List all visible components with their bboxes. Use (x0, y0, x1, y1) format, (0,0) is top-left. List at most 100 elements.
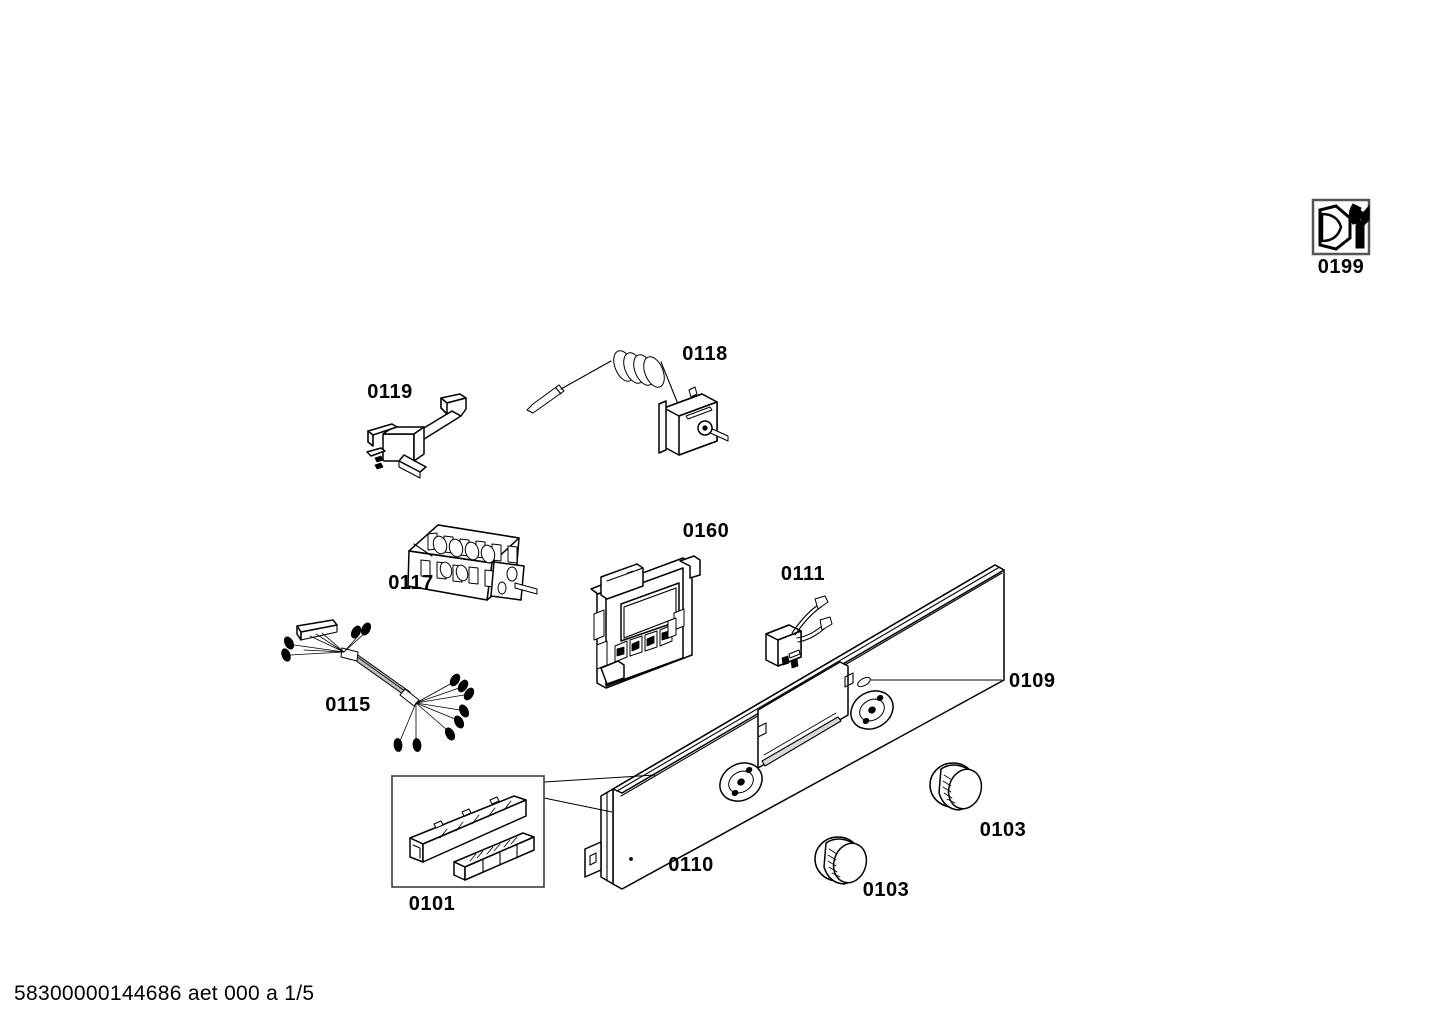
thermostat-shaft-center (702, 425, 708, 431)
part-label-0118: 0118 (682, 343, 727, 365)
panel-marking-label (857, 676, 871, 688)
part-label-0199: 0199 (1318, 256, 1365, 278)
thermostat-top-slot (685, 406, 713, 420)
capillary-tube-left (560, 360, 612, 390)
part-label-0160: 0160 (683, 520, 730, 542)
harness-loom-stripe-1 (355, 655, 410, 695)
terminal-block-mount-plate (490, 561, 525, 601)
thermostat-probe-mark (555, 387, 562, 395)
microswitch-terminal-1 (781, 655, 790, 666)
switch-terminal-2 (374, 462, 384, 470)
leader-0109-group: 0109 (871, 670, 1056, 692)
switch-terminal-1 (374, 455, 384, 463)
module-left-tab-low (596, 640, 608, 670)
part-0115-group: 0115 (281, 619, 475, 752)
wrench-icon-head (1349, 203, 1362, 225)
part-label-0109: 0109 (1009, 670, 1056, 692)
part-label-0101: 0101 (409, 893, 456, 915)
part-0118-group: 0118 (526, 343, 729, 456)
part-0103-upper-group: 0103 (929, 762, 1027, 841)
module-bracket-edge (606, 567, 644, 582)
footer-document-code: 58300000144686 aet 000 a 1/5 (14, 982, 314, 1005)
module-side-component-r2 (667, 617, 677, 639)
knob-upper-knurl (942, 774, 956, 804)
harness-left-terminals (281, 622, 372, 662)
door-switch-body (382, 433, 415, 462)
thermostat-probe (526, 384, 565, 414)
thermostat-bracket (658, 400, 667, 454)
fascia-bracket-tab-r (844, 672, 854, 688)
door-switch-side (413, 426, 425, 462)
part-0117-group: 0117 (388, 524, 538, 601)
bracket-actuator-edge (398, 460, 421, 479)
knob-upper-face (947, 768, 983, 810)
service-icon-group: 0199 (1311, 198, 1371, 278)
knob-lower-face (832, 842, 868, 884)
part-0110-group: 0110 (584, 564, 1005, 890)
fascia-mount-hole (589, 852, 597, 866)
part-label-0117: 0117 (388, 572, 433, 594)
module-top-clip (679, 555, 701, 579)
module-bottom-foot (600, 660, 625, 685)
light-guide-clips (433, 796, 512, 839)
fascia-face-dot (629, 857, 633, 861)
fascia-left-mount-tab (584, 841, 602, 878)
nut-icon-inner (1320, 212, 1343, 243)
mount-hole-1 (506, 566, 518, 582)
terminal-block-detail (413, 543, 433, 557)
capillary-tube-right (660, 361, 679, 405)
leader-line-0101-bottom (543, 797, 613, 813)
thermostat-top-tab (688, 386, 698, 398)
light-guide-strip-side (422, 799, 527, 863)
part-label-0103-lower: 0103 (863, 879, 910, 901)
light-guide-strip-edge (412, 844, 421, 859)
fascia-bevel-line-1 (616, 567, 999, 792)
fascia-slot-rail-line (763, 712, 837, 756)
button-strip-segments (482, 844, 518, 873)
microswitch-wire-2b (797, 628, 825, 643)
harness-left-junction (340, 647, 359, 662)
part-0103-lower-group: 0103 (814, 836, 910, 901)
microswitch-connector-2 (819, 616, 833, 631)
bracket-left-tab-lower (366, 447, 386, 457)
mount-hole-2 (497, 581, 507, 595)
microswitch-wire-2 (796, 625, 823, 639)
part-0101-group: 0101 (391, 774, 656, 915)
terminal-block-shaft (514, 582, 538, 595)
part-label-0119: 0119 (367, 381, 412, 403)
terminal-block-front-edge (408, 550, 493, 601)
part-label-0111: 0111 (781, 563, 825, 585)
microswitch-actuator (788, 649, 801, 659)
microswitch-terminal-2 (790, 658, 799, 669)
bracket-left-tab-edge (367, 430, 374, 447)
fascia-slot-rail (761, 716, 842, 767)
harness-right-branches (399, 682, 465, 742)
part-label-0115: 0115 (325, 694, 370, 716)
terminal-contacts (432, 535, 496, 582)
harness-left-branches (289, 631, 367, 656)
fascia-knob-collar-right (850, 690, 894, 730)
module-detail-hole-1 (626, 570, 634, 574)
module-button-row (614, 624, 673, 663)
wrench-icon-shape (1355, 204, 1370, 249)
part-0160-group: 0160 (590, 520, 730, 689)
bracket-left-tab-upper (367, 423, 398, 436)
microswitch-connector-1 (814, 595, 829, 610)
detail-box-0101 (391, 775, 545, 888)
harness-connector-block-edge (300, 624, 338, 641)
leader-line-0101-top (543, 774, 656, 783)
fascia-knob-collar-left (719, 762, 763, 802)
harness-right-terminals (393, 673, 475, 752)
fascia-bracket-tab-l (757, 722, 767, 738)
microswitch-wire-1 (791, 604, 819, 634)
part-0119-group: 0119 (366, 381, 467, 479)
part-label-0110: 0110 (668, 854, 713, 876)
module-upper-bracket (600, 563, 644, 600)
module-left-tab-mid (593, 609, 605, 641)
harness-right-junction (399, 688, 420, 707)
capillary-coil (613, 350, 665, 388)
part-0111-group: 0111 (765, 563, 833, 669)
button-strip-markings (469, 836, 518, 862)
part-label-0103-upper: 0103 (980, 819, 1027, 841)
